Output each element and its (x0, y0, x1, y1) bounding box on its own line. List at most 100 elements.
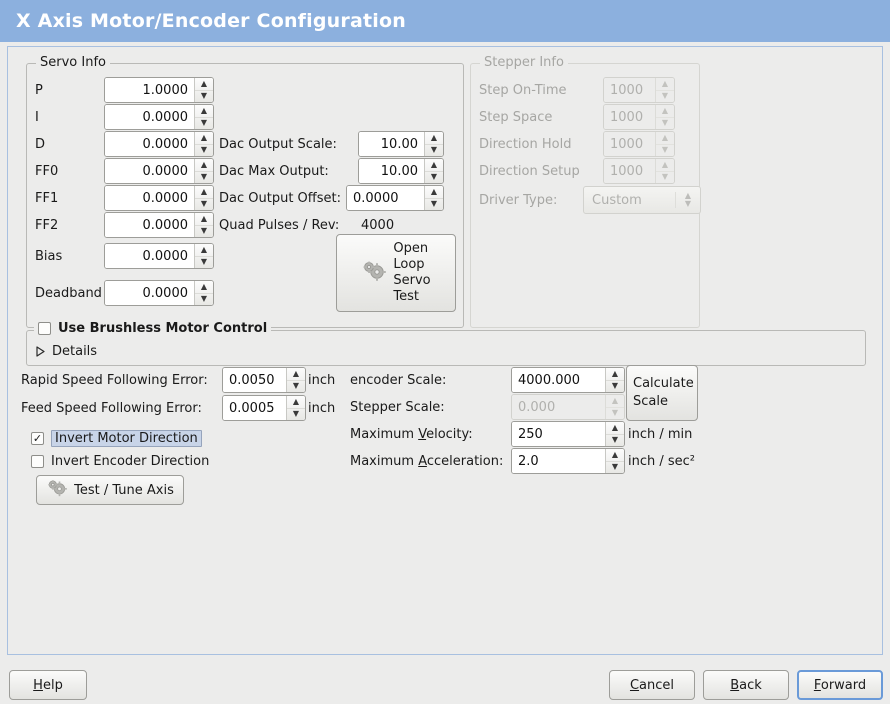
servo-spin-d-value[interactable]: 0.0000 (105, 132, 194, 156)
spin-up-icon[interactable]: ▲ (200, 78, 208, 88)
rapid-following-error-buttons[interactable]: ▲ ▼ (286, 368, 305, 392)
servo-spin-d-buttons[interactable]: ▲ ▼ (194, 132, 213, 156)
spin-up-icon[interactable]: ▲ (200, 105, 208, 115)
spin-down-icon[interactable]: ▼ (287, 407, 305, 421)
spin-down-icon[interactable]: ▼ (195, 143, 213, 157)
servo-spin-deadband[interactable]: 0.0000 ▲ ▼ (104, 280, 214, 306)
servo-spin-ff1[interactable]: 0.0000 ▲ ▼ (104, 185, 214, 211)
help-button[interactable]: Help (9, 670, 87, 700)
servo-spin-p-value[interactable]: 1.0000 (105, 78, 194, 102)
spin-up-icon[interactable]: ▲ (292, 368, 300, 378)
servo-spin-i-value[interactable]: 0.0000 (105, 105, 194, 129)
spin-down-icon[interactable]: ▼ (195, 255, 213, 269)
spin-up-icon[interactable]: ▲ (200, 132, 208, 142)
direction-hold-label: Direction Hold (479, 137, 572, 152)
maximum-acceleration-value[interactable]: 2.0 (512, 449, 605, 473)
details-expander[interactable]: Details (34, 344, 97, 359)
encoder-scale-value[interactable]: 4000.000 (512, 368, 605, 392)
spin-down-icon[interactable]: ▼ (287, 379, 305, 393)
invert-encoder-direction-checkbox[interactable]: Invert Encoder Direction (31, 454, 209, 469)
servo-spin-bias-value[interactable]: 0.0000 (105, 244, 194, 268)
spin-down-icon[interactable]: ▼ (425, 170, 443, 184)
checkbox-box[interactable] (38, 322, 51, 335)
checkbox-box[interactable] (31, 455, 44, 468)
spin-down-icon: ▼ (606, 406, 624, 420)
servo-spin-p[interactable]: 1.0000 ▲ ▼ (104, 77, 214, 103)
help-button-label: Help (33, 677, 63, 693)
spin-up-icon[interactable]: ▲ (611, 422, 619, 432)
servo-spin-bias-buttons[interactable]: ▲ ▼ (194, 244, 213, 268)
spin-down-icon[interactable]: ▼ (195, 89, 213, 103)
dac-output-scale-spin[interactable]: 10.00 ▲ ▼ (358, 131, 444, 157)
calculate-scale-button[interactable]: Calculate Scale (626, 365, 698, 421)
spin-up-icon[interactable]: ▲ (430, 132, 438, 142)
dac-output-offset-buttons[interactable]: ▲ ▼ (424, 186, 443, 210)
dac-max-output-value[interactable]: 10.00 (359, 159, 424, 183)
maximum-velocity-value[interactable]: 250 (512, 422, 605, 446)
chevron-right-icon[interactable] (36, 346, 45, 357)
servo-spin-ff0[interactable]: 0.0000 ▲ ▼ (104, 158, 214, 184)
feed-following-error-spin[interactable]: 0.0005 ▲ ▼ (222, 395, 306, 421)
spin-down-icon[interactable]: ▼ (425, 197, 443, 211)
spin-up-icon[interactable]: ▲ (611, 449, 619, 459)
servo-spin-p-buttons[interactable]: ▲ ▼ (194, 78, 213, 102)
encoder-scale-buttons[interactable]: ▲ ▼ (605, 368, 624, 392)
dac-max-output-buttons[interactable]: ▲ ▼ (424, 159, 443, 183)
direction-hold-value: 1000 (604, 132, 655, 156)
servo-spin-ff2-value[interactable]: 0.0000 (105, 213, 194, 237)
spin-down-icon[interactable]: ▼ (606, 379, 624, 393)
spin-up-icon[interactable]: ▲ (200, 213, 208, 223)
spin-up-icon[interactable]: ▲ (200, 244, 208, 254)
open-loop-servo-test-button[interactable]: Open Loop Servo Test (336, 234, 456, 312)
forward-button[interactable]: Forward (797, 670, 883, 700)
dac-max-output-spin[interactable]: 10.00 ▲ ▼ (358, 158, 444, 184)
servo-spin-i[interactable]: 0.0000 ▲ ▼ (104, 104, 214, 130)
checkbox-box[interactable]: ✓ (31, 432, 44, 445)
servo-spin-ff1-buttons[interactable]: ▲ ▼ (194, 186, 213, 210)
maximum-acceleration-buttons[interactable]: ▲ ▼ (605, 449, 624, 473)
servo-spin-ff2-buttons[interactable]: ▲ ▼ (194, 213, 213, 237)
spin-up-icon[interactable]: ▲ (430, 186, 438, 196)
maximum-acceleration-label: Maximum Acceleration: (350, 454, 504, 469)
feed-following-error-value[interactable]: 0.0005 (223, 396, 286, 420)
test-tune-axis-button[interactable]: Test / Tune Axis (36, 475, 184, 505)
spin-down-icon[interactable]: ▼ (195, 224, 213, 238)
spin-up-icon[interactable]: ▲ (292, 396, 300, 406)
spin-up-icon[interactable]: ▲ (200, 186, 208, 196)
spin-down-icon[interactable]: ▼ (606, 460, 624, 474)
servo-spin-ff1-value[interactable]: 0.0000 (105, 186, 194, 210)
spin-down-icon[interactable]: ▼ (195, 197, 213, 211)
dac-output-scale-value[interactable]: 10.00 (359, 132, 424, 156)
encoder-scale-spin[interactable]: 4000.000 ▲ ▼ (511, 367, 625, 393)
feed-following-error-buttons[interactable]: ▲ ▼ (286, 396, 305, 420)
servo-spin-bias[interactable]: 0.0000 ▲ ▼ (104, 243, 214, 269)
use-brushless-motor-control-checkbox[interactable]: Use Brushless Motor Control (34, 321, 272, 336)
servo-spin-ff2[interactable]: 0.0000 ▲ ▼ (104, 212, 214, 238)
spin-down-icon[interactable]: ▼ (195, 170, 213, 184)
spin-up-icon[interactable]: ▲ (430, 159, 438, 169)
spin-down-icon[interactable]: ▼ (606, 433, 624, 447)
spin-down-icon[interactable]: ▼ (195, 292, 213, 306)
servo-spin-deadband-value[interactable]: 0.0000 (105, 281, 194, 305)
invert-motor-direction-checkbox[interactable]: ✓ Invert Motor Direction (31, 430, 202, 447)
back-button[interactable]: Back (703, 670, 789, 700)
spin-up-icon[interactable]: ▲ (200, 159, 208, 169)
servo-spin-ff0-value[interactable]: 0.0000 (105, 159, 194, 183)
maximum-velocity-buttons[interactable]: ▲ ▼ (605, 422, 624, 446)
spin-up-icon[interactable]: ▲ (611, 368, 619, 378)
servo-spin-deadband-buttons[interactable]: ▲ ▼ (194, 281, 213, 305)
servo-spin-i-buttons[interactable]: ▲ ▼ (194, 105, 213, 129)
spin-down-icon[interactable]: ▼ (195, 116, 213, 130)
cancel-button[interactable]: Cancel (609, 670, 695, 700)
servo-spin-d[interactable]: 0.0000 ▲ ▼ (104, 131, 214, 157)
dac-output-offset-value[interactable]: 0.0000 (347, 186, 424, 210)
spin-up-icon[interactable]: ▲ (200, 281, 208, 291)
rapid-following-error-spin[interactable]: 0.0050 ▲ ▼ (222, 367, 306, 393)
maximum-velocity-spin[interactable]: 250 ▲ ▼ (511, 421, 625, 447)
rapid-following-error-value[interactable]: 0.0050 (223, 368, 286, 392)
maximum-acceleration-spin[interactable]: 2.0 ▲ ▼ (511, 448, 625, 474)
servo-spin-ff0-buttons[interactable]: ▲ ▼ (194, 159, 213, 183)
spin-down-icon[interactable]: ▼ (425, 143, 443, 157)
dac-output-offset-spin[interactable]: 0.0000 ▲ ▼ (346, 185, 444, 211)
dac-output-scale-buttons[interactable]: ▲ ▼ (424, 132, 443, 156)
